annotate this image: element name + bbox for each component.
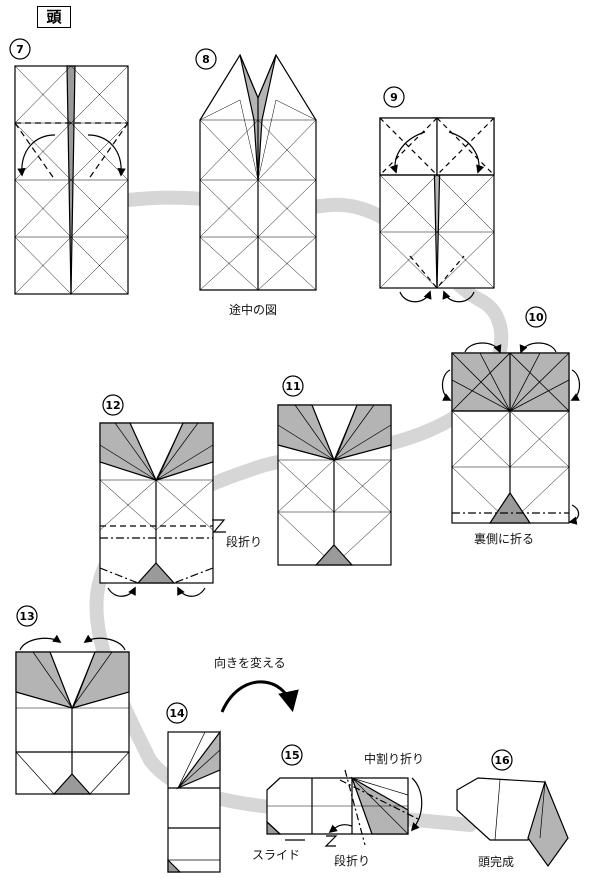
step-9-diagram (379, 117, 495, 303)
step-number-11: 11 (285, 380, 300, 393)
caption-inside-reverse: 中割り折り (364, 752, 425, 766)
page-title: 頭 (37, 6, 71, 28)
step-11-diagram (277, 404, 392, 566)
step-number-8: 8 (202, 53, 210, 66)
step-number-12: 12 (105, 399, 120, 412)
step-number-15: 15 (284, 749, 299, 762)
step-8-diagram (199, 53, 317, 291)
caption-slide: スライド (252, 848, 301, 862)
step-16-diagram (456, 777, 569, 868)
step-7-diagram (14, 65, 129, 295)
rotate-arrow (220, 680, 299, 713)
caption-change-direction: 向きを変える (214, 656, 286, 670)
caption-midway: 途中の図 (229, 303, 278, 317)
step-12-diagram (99, 422, 226, 597)
step-number-13: 13 (19, 610, 34, 623)
step-number-16: 16 (494, 754, 510, 767)
step-10-diagram (441, 342, 581, 525)
caption-fold-back: 裏側に折る (474, 532, 535, 546)
step-number-7: 7 (16, 43, 24, 56)
step-14-diagram (167, 730, 221, 873)
caption-step-fold-15: 段折り (334, 854, 371, 868)
step-number-10: 10 (528, 311, 544, 324)
step-13-diagram (15, 634, 130, 795)
caption-step-fold-12: 段折り (226, 535, 263, 549)
caption-head-done: 頭完成 (478, 855, 515, 869)
step-numbers (9, 38, 547, 771)
step-15-diagram (266, 769, 423, 847)
step-number-14: 14 (169, 707, 185, 720)
step-number-9: 9 (390, 91, 398, 104)
